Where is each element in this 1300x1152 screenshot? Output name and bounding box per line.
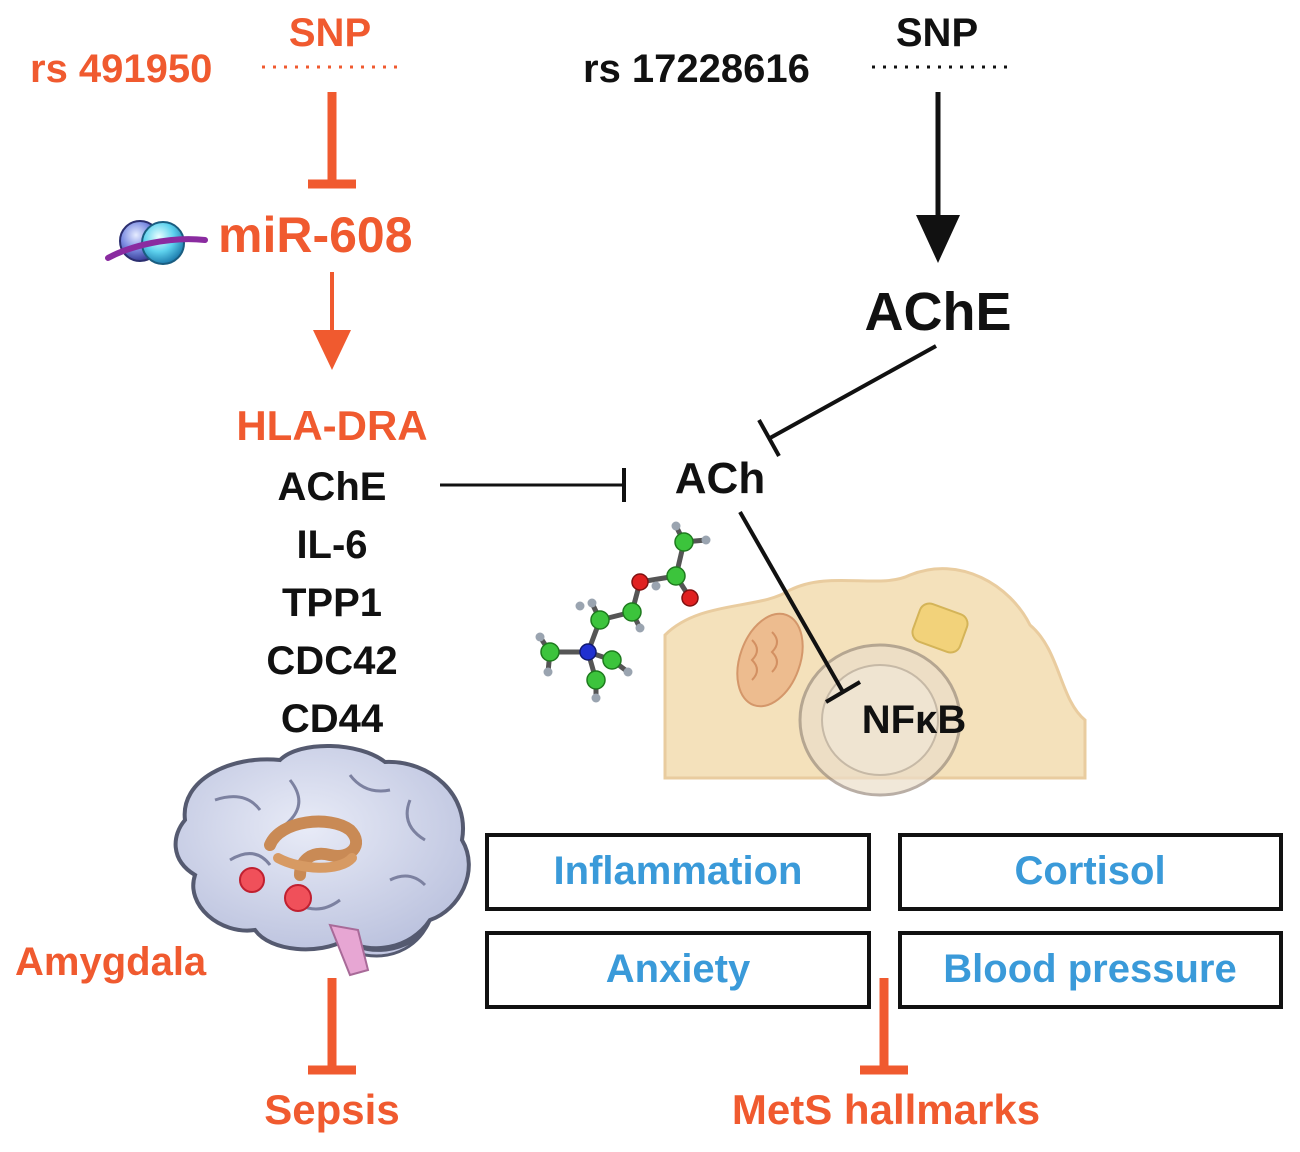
target-gene: AChE — [278, 465, 387, 509]
target-gene: IL-6 — [296, 523, 367, 567]
outcome-sepsis: Sepsis — [264, 1086, 399, 1133]
target-gene: TPP1 — [282, 581, 382, 625]
target-hla-dra: HLA-DRA — [236, 402, 427, 449]
cell-icon — [663, 567, 1087, 797]
hallmark-box-blood-pressure: Blood pressure — [898, 931, 1283, 1009]
inhibit-arrow-ache-ach — [440, 468, 626, 502]
acetylcholine-atoms — [535, 521, 711, 703]
region-amygdala: Amygdala — [15, 940, 207, 984]
enzyme-ache: AChE — [865, 282, 1012, 342]
hallmark-label: Inflammation — [554, 849, 803, 893]
target-gene: CD44 — [281, 697, 384, 741]
outcome-mets-hallmarks: MetS hallmarks — [732, 1086, 1040, 1133]
right-snp-id: rs 17228616 — [583, 47, 810, 91]
factor-nfkb: NFκB — [862, 698, 967, 742]
inhibit-arrow-boxes-mets — [860, 978, 908, 1075]
inhibit-arrow-snp-mir — [308, 92, 356, 189]
target-gene: CDC42 — [266, 639, 397, 683]
mirna-label: miR-608 — [218, 207, 413, 263]
hallmark-label: Blood pressure — [943, 947, 1236, 991]
hallmark-box-inflammation: Inflammation — [485, 833, 871, 911]
hallmark-box-anxiety: Anxiety — [485, 931, 871, 1009]
inhibit-arrow-enzyme-ach — [757, 344, 937, 457]
arrow-mir-targets — [313, 272, 351, 370]
inhibit-arrow-brain-sepsis — [308, 978, 356, 1075]
arrow-snp-ache — [916, 92, 960, 263]
rna-ball-icon — [105, 220, 208, 265]
left-snp-id: rs 491950 — [30, 47, 212, 91]
right-snp-label: SNP — [896, 11, 978, 55]
brain-icon — [173, 743, 471, 977]
hallmark-label: Anxiety — [606, 947, 751, 991]
hallmark-box-cortisol: Cortisol — [898, 833, 1283, 911]
neurotransmitter-ach: ACh — [675, 454, 765, 503]
left-snp-label: SNP — [289, 11, 371, 55]
inhibit-arrow-ach-nfkb — [738, 511, 862, 704]
hallmark-label: Cortisol — [1014, 849, 1165, 893]
